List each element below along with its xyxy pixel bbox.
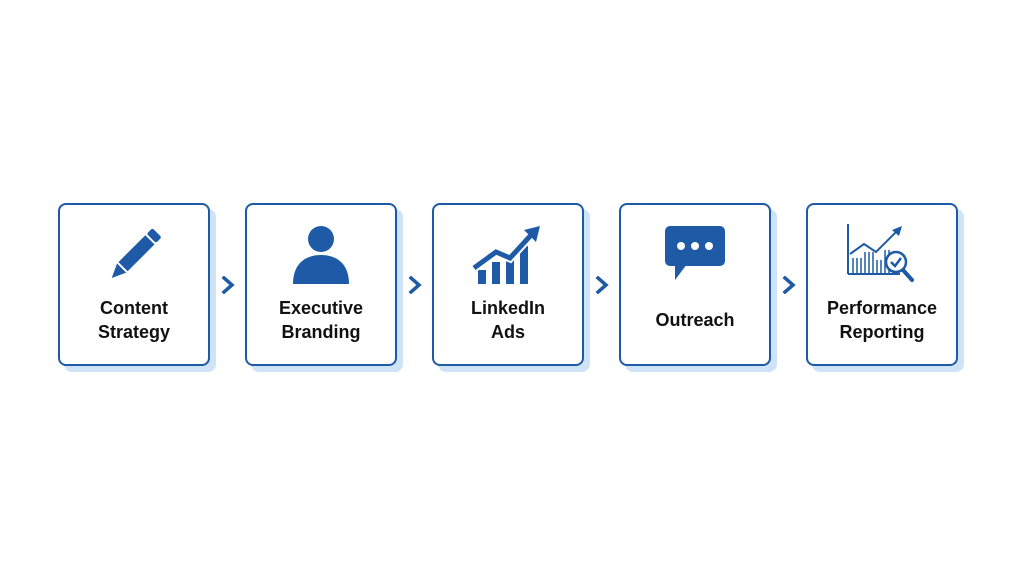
step-card-executive-branding: Executive Branding: [245, 203, 397, 366]
pencil-icon: [94, 223, 174, 287]
step-card-content-strategy: Content Strategy: [58, 203, 210, 366]
step-card-linkedin-ads: LinkedIn Ads: [432, 203, 584, 366]
chevron-right-icon: [771, 265, 806, 305]
step-label: Executive Branding: [278, 297, 364, 342]
chevron-right-icon: [397, 265, 432, 305]
analytics-magnifier-icon: [842, 223, 922, 287]
step-label: Performance Reporting: [826, 297, 938, 342]
chevron-right-icon: [210, 265, 245, 305]
step-label: Outreach: [655, 309, 735, 330]
step-card-performance-reporting: Performance Reporting: [806, 203, 958, 366]
growth-chart-icon: [468, 223, 548, 287]
step-label: Content Strategy: [97, 297, 171, 342]
chat-bubble-icon: [655, 223, 735, 287]
step-label: LinkedIn Ads: [470, 297, 545, 342]
process-flow: Content Strategy Executive Branding: [58, 203, 958, 366]
chevron-right-icon: [584, 265, 619, 305]
person-icon: [281, 223, 361, 287]
step-card-outreach: Outreach: [619, 203, 771, 366]
